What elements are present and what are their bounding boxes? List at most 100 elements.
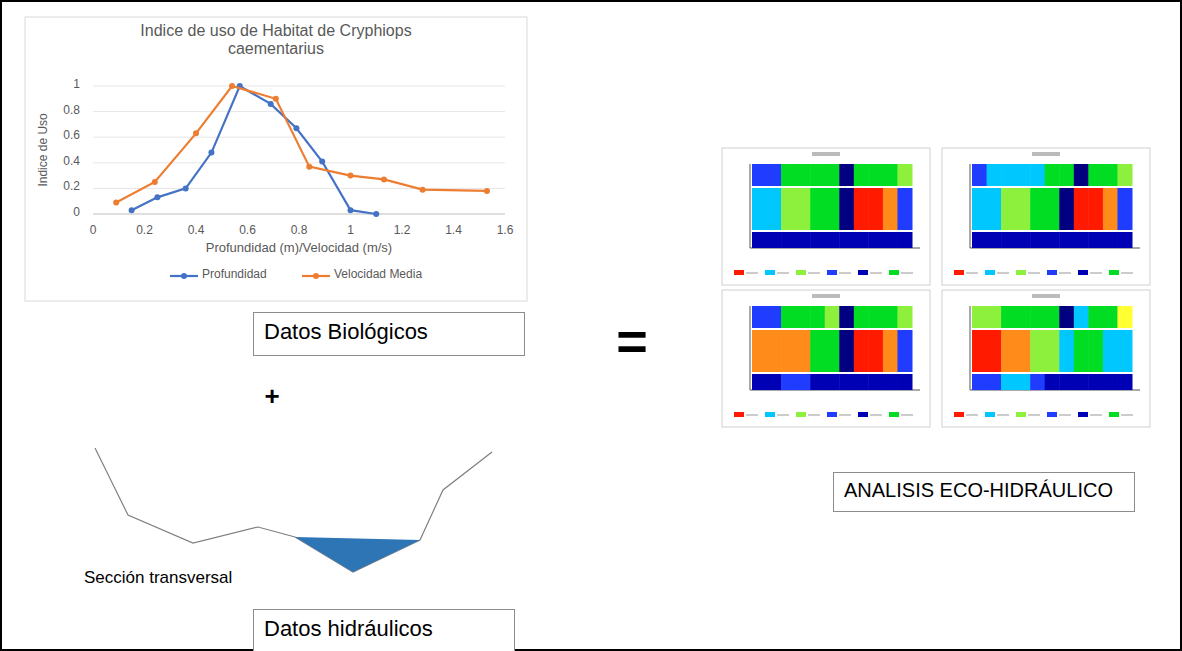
heatmap-cell [1059,374,1074,390]
series-marker [183,185,189,191]
heatmap-cell [1001,330,1016,372]
series-marker [484,188,490,194]
heatmap-legend-swatch [954,412,964,417]
heatmap-cell [752,374,767,390]
heatmap-legend-tick [839,415,851,416]
heatmap-legend-swatch [858,270,868,275]
heatmap-title-mark [1032,152,1060,156]
heatmap-cell [1059,306,1074,328]
heatmap-cell [1045,374,1060,390]
heatmap-cell [825,306,840,328]
chart-title: Indice de uso de Habitat de Cryphiops ca… [111,22,441,59]
chart-panel [25,17,527,301]
heatmap-legend-tick [777,415,789,416]
series-marker [348,173,354,179]
series-marker [113,199,119,205]
tick-label: 0.8 [291,224,308,238]
heatmap-axis [970,306,971,390]
heatmap-cell [987,306,1002,328]
heatmap-cell [1088,330,1103,372]
heatmap-cell [767,232,782,248]
heatmap-cell [1001,374,1016,390]
grid-line [93,137,505,138]
tick-label: 1.4 [445,224,462,238]
heatmap-cell [854,330,869,372]
axis-label: Sección transversal [84,568,232,588]
heatmap-legend-tick [870,273,882,274]
series-marker [129,207,135,213]
heatmap-legend-swatch [1016,270,1026,275]
heatmap-cell [1001,164,1016,186]
heatmap-cell [1074,232,1089,248]
heatmap-panel [722,290,930,427]
series-line [116,86,487,202]
heatmap-cell [868,164,883,186]
heatmap-legend-swatch [889,270,899,275]
heatmap-cell [987,330,1002,372]
heatmap-legend-tick [746,415,758,416]
heatmap-cell [883,330,898,372]
heatmap-cell [1074,306,1089,328]
heatmap-cell [854,188,869,230]
heatmap-cell [1103,306,1118,328]
heatmap-cell [810,232,825,248]
box-text: ANALISIS ECO-HIDRÁULICO [844,479,1124,502]
heatmap-cell [972,232,987,248]
heatmap-cell [1016,374,1031,390]
series-marker [268,101,274,107]
heatmap-cell [897,232,912,248]
heatmap-cell [987,164,1002,186]
heatmap-cell [987,188,1002,230]
heatmap-legend-tick [1121,415,1133,416]
heatmap-legend-swatch [1047,270,1057,275]
heatmap-legend-swatch [889,412,899,417]
heatmap-title-mark [1032,294,1060,298]
heatmap-cell [854,374,869,390]
heatmap-legend-swatch [827,270,837,275]
heatmap-title-mark [812,152,840,156]
heatmap-cell [1088,164,1103,186]
heatmap-cell [897,164,912,186]
heatmap-legend-tick [997,415,1009,416]
series-marker [373,211,379,217]
heatmap-cell [810,306,825,328]
heatmap-cell [1016,188,1031,230]
heatmap-legend-swatch [985,270,995,275]
heatmap-cell [1074,188,1089,230]
heatmap-panel [722,148,930,285]
heatmap-cell [781,164,796,186]
series-marker [152,179,158,185]
heatmap-legend-swatch [985,412,995,417]
label-box: Datos Biológicos [253,312,525,356]
chart-series [113,83,490,217]
series-marker [319,159,325,165]
heatmap-cell [796,330,811,372]
heatmap-cell [752,188,767,230]
heatmap-cell [868,188,883,230]
heatmap-cell [810,164,825,186]
heatmap-cell [1030,164,1045,186]
heatmap-cell [1030,374,1045,390]
heatmap-legend-swatch [765,270,775,275]
heatmap-cell [767,306,782,328]
heatmap-legend-tick [1028,273,1040,274]
heatmap-legend-tick [966,415,978,416]
heatmap-legend-tick [777,273,789,274]
axis-label: Indice de Uso [37,113,51,186]
series-line [132,86,377,214]
heatmap-cell [1088,232,1103,248]
heatmap-legend-tick [746,273,758,274]
heatmap-legend-tick [839,273,851,274]
heatmap-cell [767,188,782,230]
heatmap-cell [1103,164,1118,186]
tick-label: 0 [73,206,80,220]
heatmap-cell [825,374,840,390]
grid-line [93,86,505,87]
tick-label: 0.4 [63,155,80,169]
tick-label: 1 [347,224,354,238]
heatmap-cell [972,330,987,372]
heatmap-cell [854,164,869,186]
heatmap-legend-swatch [1109,412,1119,417]
